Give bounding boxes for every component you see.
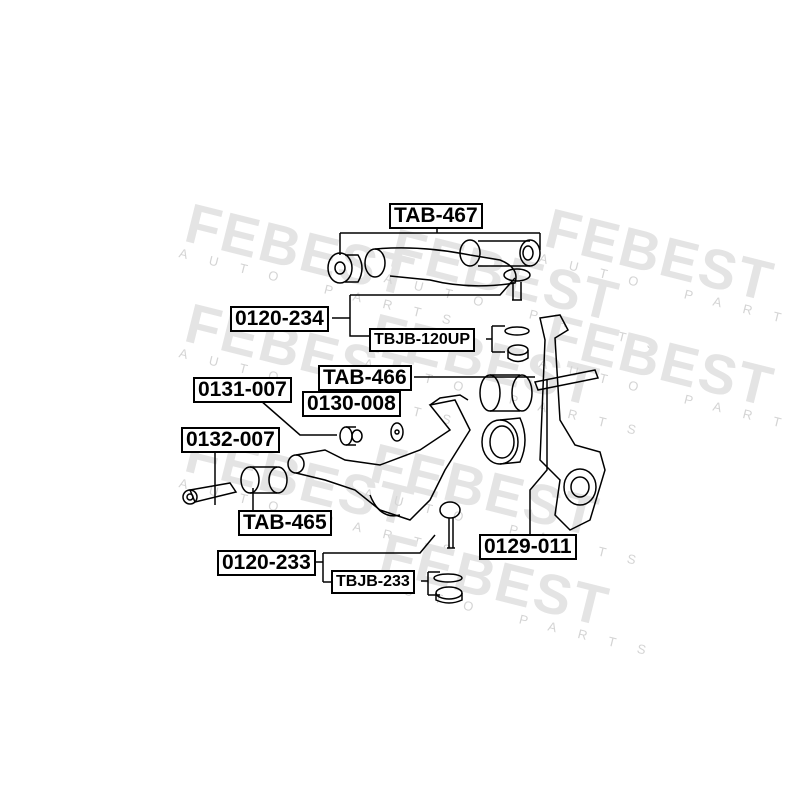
- lower-control-arm: [287, 394, 471, 521]
- part-label-0120-233[interactable]: 0120-233: [217, 550, 316, 576]
- part-label-0131-007[interactable]: 0131-007: [193, 377, 292, 403]
- part-label-tbjb-233[interactable]: TBJB-233: [331, 570, 415, 594]
- part-label-tab-467[interactable]: TAB-467: [389, 203, 483, 229]
- part-label-0130-008[interactable]: 0130-008: [302, 391, 401, 417]
- seal-ring: [481, 417, 526, 465]
- lower-ball-joint: [433, 501, 463, 604]
- bushing-tab466: [479, 369, 600, 412]
- part-label-tbjb-120up[interactable]: TBJB-120UP: [369, 328, 476, 352]
- steering-knuckle: [539, 314, 606, 531]
- part-label-tab-466[interactable]: TAB-466: [318, 365, 412, 391]
- upper-control-arm: [327, 239, 541, 301]
- leader-lines: [214, 227, 548, 596]
- bushing-tab465: [240, 466, 288, 494]
- upper-ball-joint-boot: [504, 326, 530, 363]
- part-label-0120-234[interactable]: 0120-234: [230, 306, 329, 332]
- part-label-tab-465[interactable]: TAB-465: [238, 510, 332, 536]
- part-label-0132-007[interactable]: 0132-007: [181, 427, 280, 453]
- cam-bolt-washer: [339, 422, 404, 446]
- part-label-0129-011[interactable]: 0129-011: [479, 534, 577, 560]
- cam-bolt-0132: [182, 482, 238, 505]
